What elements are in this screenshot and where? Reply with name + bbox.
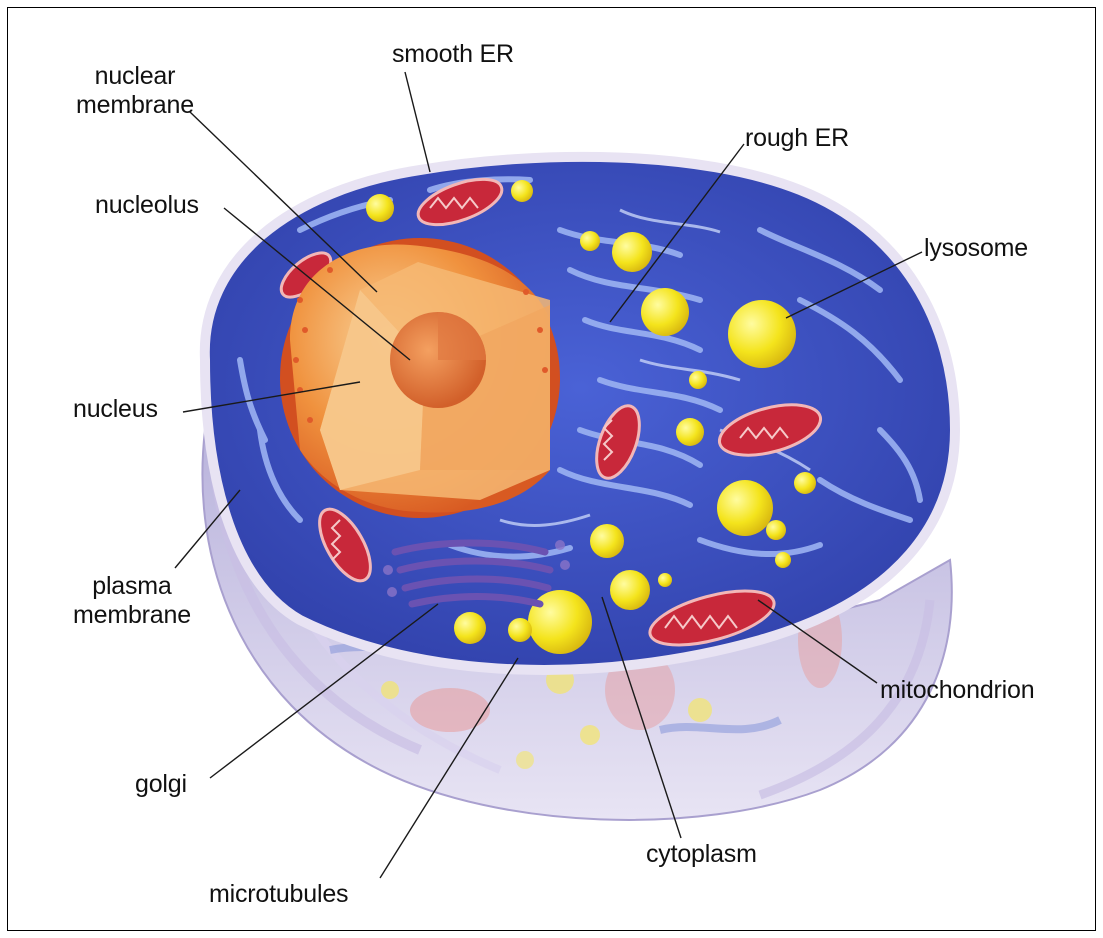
golgi-label: golgi bbox=[135, 770, 187, 799]
smooth-er-label: smooth ER bbox=[392, 40, 514, 69]
nuclear-membrane-label: nuclear membrane bbox=[76, 62, 194, 120]
lysosome-label: lysosome bbox=[924, 234, 1028, 263]
nucleus-shape bbox=[280, 238, 560, 518]
cytoplasm-label: cytoplasm bbox=[646, 840, 757, 869]
microtubules-label: microtubules bbox=[209, 880, 348, 909]
plasma-membrane-label: plasma membrane bbox=[73, 572, 191, 630]
nucleus-label: nucleus bbox=[73, 395, 158, 424]
mitochondrion-label: mitochondrion bbox=[880, 676, 1034, 705]
nucleolus-label: nucleolus bbox=[95, 191, 199, 220]
rough-er-label: rough ER bbox=[745, 124, 849, 153]
